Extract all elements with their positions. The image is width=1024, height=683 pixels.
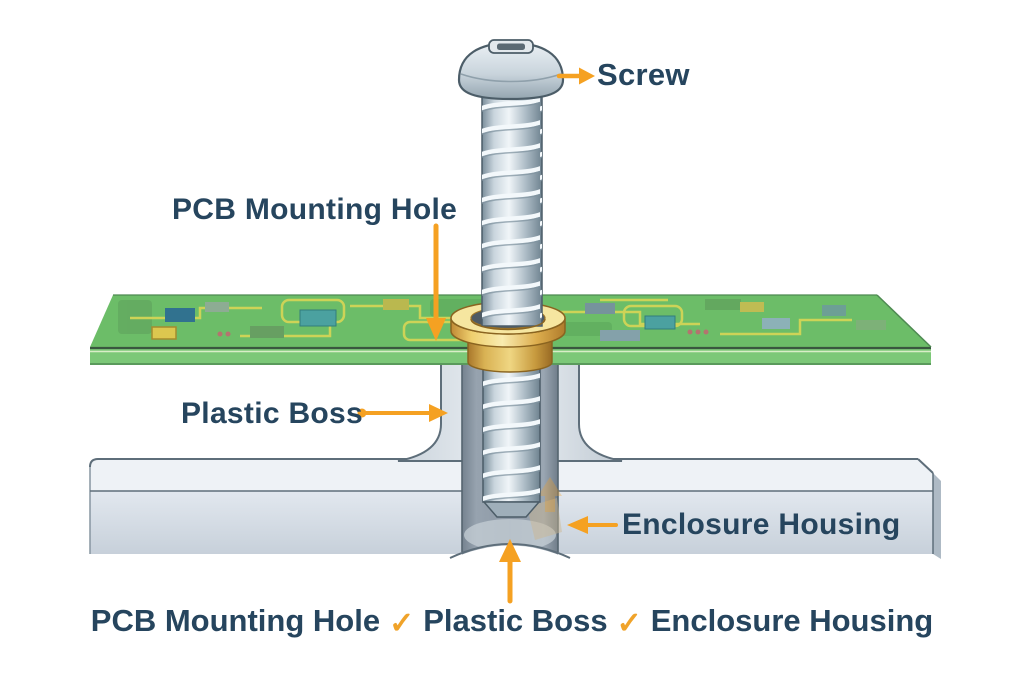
arrow-down-pcb-hole-icon [426, 223, 446, 341]
label-enclosure-housing: Enclosure Housing [622, 508, 901, 541]
caption-item-pcb-mounting-hole: PCB Mounting Hole [90, 603, 381, 638]
ghost-arrow-icon [538, 477, 562, 512]
check-icon: ✓ [389, 606, 415, 640]
screw-graphic [457, 39, 565, 331]
label-pcb-mounting-hole: PCB Mounting Hole [172, 193, 458, 226]
plastic-boss-graphic [397, 363, 623, 556]
check-icon: ✓ [616, 606, 642, 640]
bottom-caption: PCB Mounting Hole ✓ Plastic Boss ✓ Enclo… [0, 603, 1024, 640]
arrow-left-enclosure-housing-icon [567, 516, 618, 534]
label-plastic-boss: Plastic Boss [181, 397, 364, 430]
arrow-right-screw-icon [556, 67, 595, 85]
arrow-up-bottom-icon [499, 539, 521, 604]
label-screw: Screw [597, 57, 690, 92]
annotation-arrows [357, 67, 618, 604]
arrow-right-plastic-boss-icon [357, 404, 448, 422]
ghost-blob [527, 498, 562, 540]
screw-shaft-lower [482, 361, 541, 518]
caption-item-enclosure-housing: Enclosure Housing [650, 603, 934, 638]
caption-item-plastic-boss: Plastic Boss [423, 603, 608, 638]
screw-tip [482, 501, 541, 518]
screw-head [457, 41, 565, 101]
